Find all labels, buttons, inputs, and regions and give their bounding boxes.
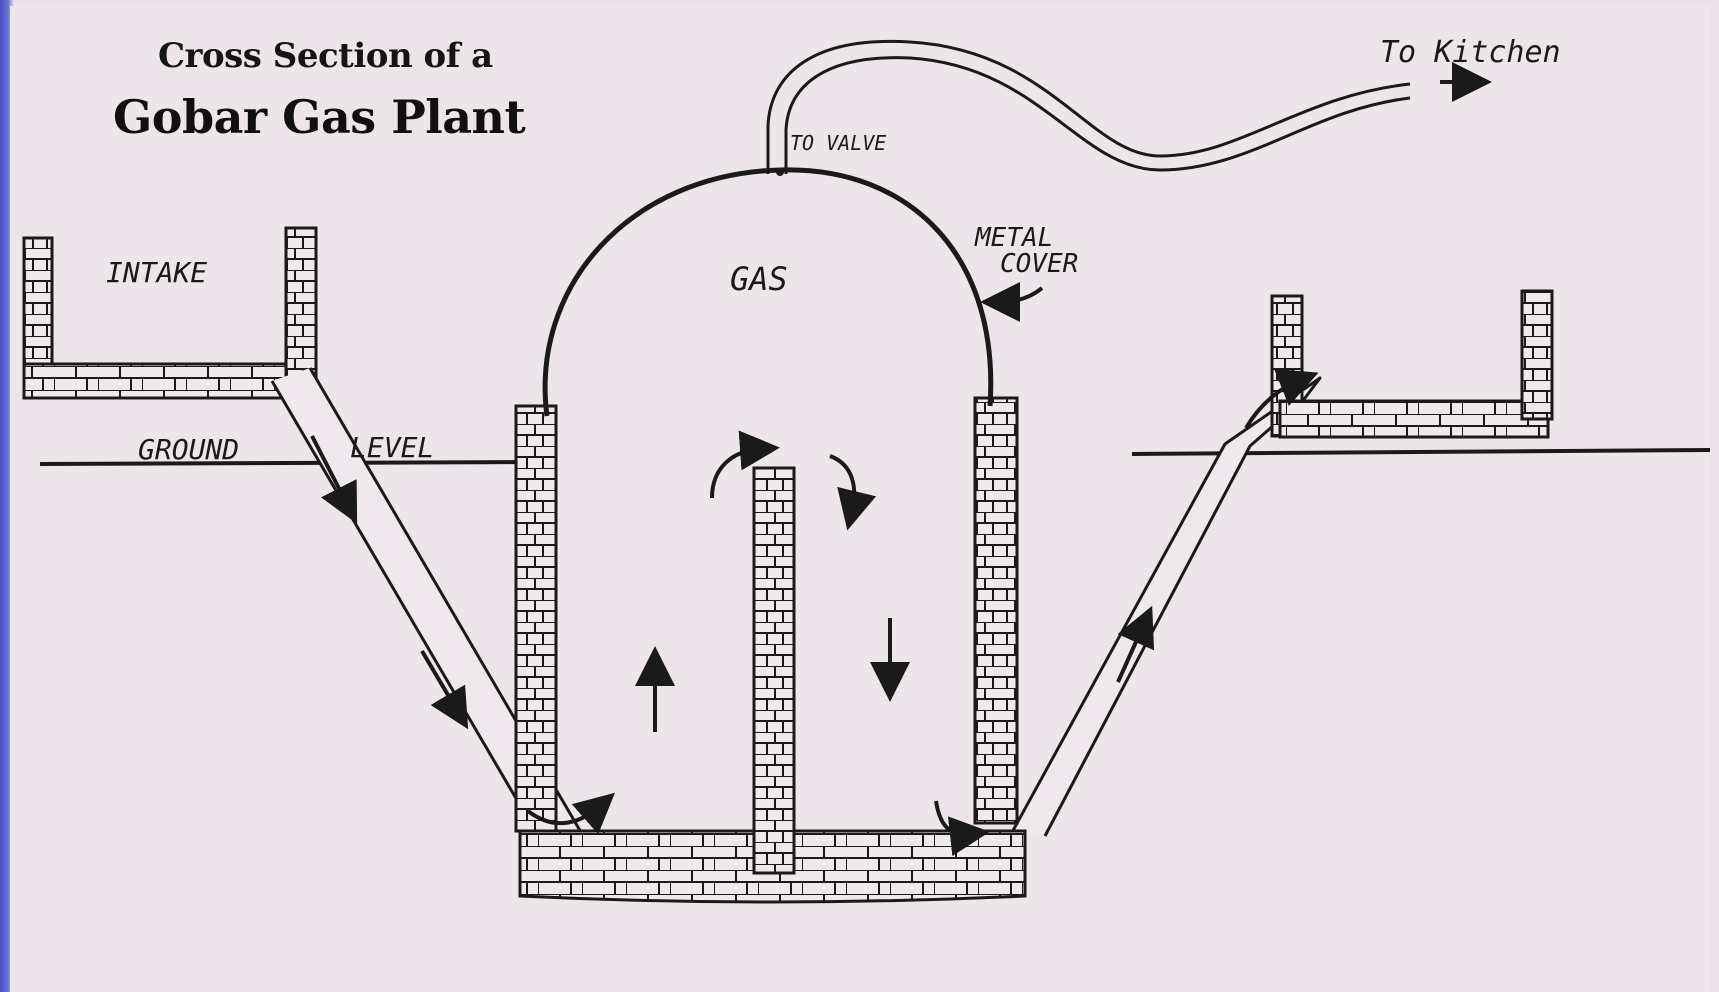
intake-label: INTAKE xyxy=(106,256,207,289)
top-right-curve-arrow xyxy=(830,456,854,511)
outlet-pipe xyxy=(1010,378,1320,836)
ground-level-line xyxy=(40,450,1710,464)
outlet-trough xyxy=(1272,291,1552,437)
to-kitchen-label: To Kitchen xyxy=(1380,35,1561,70)
level-label: LEVEL xyxy=(350,431,434,464)
diagram-sheet: Cross Section of a Gobar Gas Plant xyxy=(10,6,1710,992)
metal-cover-pointer-arrow xyxy=(1000,288,1042,302)
ground-label: GROUND xyxy=(138,433,239,466)
cover-label: COVER xyxy=(1000,249,1078,279)
to-valve-label: TO VALVE xyxy=(790,131,886,155)
gas-plant-diagram: INTAKE GROUND LEVEL GAS METAL COVER TO V… xyxy=(10,6,1710,992)
digester-right-wall xyxy=(975,398,1017,823)
partition-wall xyxy=(754,468,794,873)
gas-pipe-to-kitchen xyxy=(768,41,1410,176)
bottom-right-curve-arrow xyxy=(936,801,970,834)
gas-label: GAS xyxy=(730,260,788,298)
intake-trough xyxy=(24,228,316,398)
digester-left-wall xyxy=(516,406,556,831)
